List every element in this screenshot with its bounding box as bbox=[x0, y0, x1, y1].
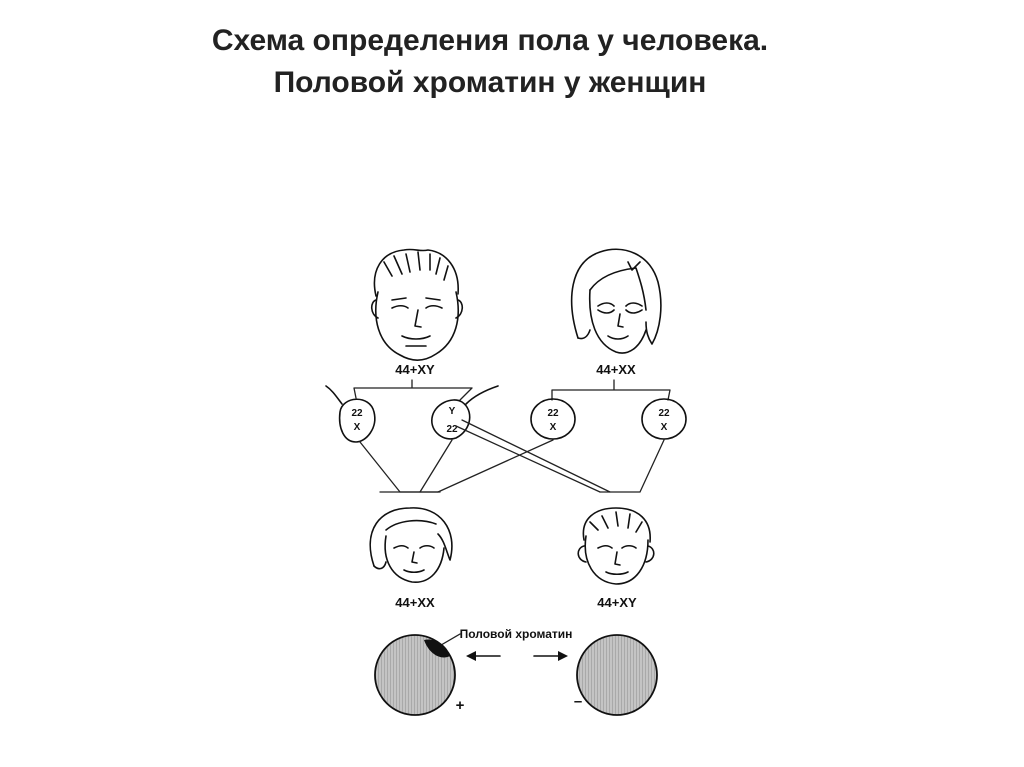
title-line-1: Схема определения пола у человека. bbox=[211, 24, 769, 57]
gamete-1-top: 22 bbox=[351, 408, 363, 419]
son-karyotype: 44+XY bbox=[597, 595, 637, 610]
mother-face-icon bbox=[570, 248, 662, 354]
slide-title: Схема определения пола у человека. Полов… bbox=[0, 20, 980, 104]
male-nucleus bbox=[576, 634, 658, 716]
son-face-icon bbox=[577, 507, 655, 585]
gamete-2-top: Y bbox=[449, 406, 456, 417]
arrow-right-icon bbox=[533, 651, 568, 661]
gamete-3-bottom: X bbox=[550, 422, 557, 433]
title-line-2: Половой хроматин у женщин bbox=[273, 66, 707, 99]
gamete-2-bottom: 22 bbox=[446, 424, 458, 435]
gamete-sperm-1: 22 X bbox=[325, 385, 376, 443]
sex-chromatin-label: Половой хроматин bbox=[460, 627, 573, 641]
gamete-egg-1: 22 X bbox=[530, 398, 576, 440]
female-nucleus bbox=[374, 634, 456, 716]
mother-karyotype: 44+XX bbox=[596, 362, 636, 377]
father-face-icon bbox=[370, 248, 464, 361]
arrow-left-icon bbox=[466, 651, 501, 661]
daughter-face-icon bbox=[369, 507, 453, 583]
gamete-4-bottom: X bbox=[661, 422, 668, 433]
gamete-sperm-2: Y 22 bbox=[431, 385, 499, 440]
female-chromatin-sign: + bbox=[456, 697, 465, 714]
gamete-4-top: 22 bbox=[658, 408, 670, 419]
parent-to-gamete-lines bbox=[353, 379, 671, 401]
daughter-karyotype: 44+XX bbox=[395, 595, 435, 610]
gamete-3-top: 22 bbox=[547, 408, 559, 419]
fertilization-lines bbox=[359, 419, 665, 493]
father-karyotype: 44+XY bbox=[395, 362, 435, 377]
male-chromatin-sign: – bbox=[574, 693, 582, 710]
gamete-egg-2: 22 X bbox=[641, 398, 687, 440]
gamete-1-bottom: X bbox=[354, 422, 361, 433]
